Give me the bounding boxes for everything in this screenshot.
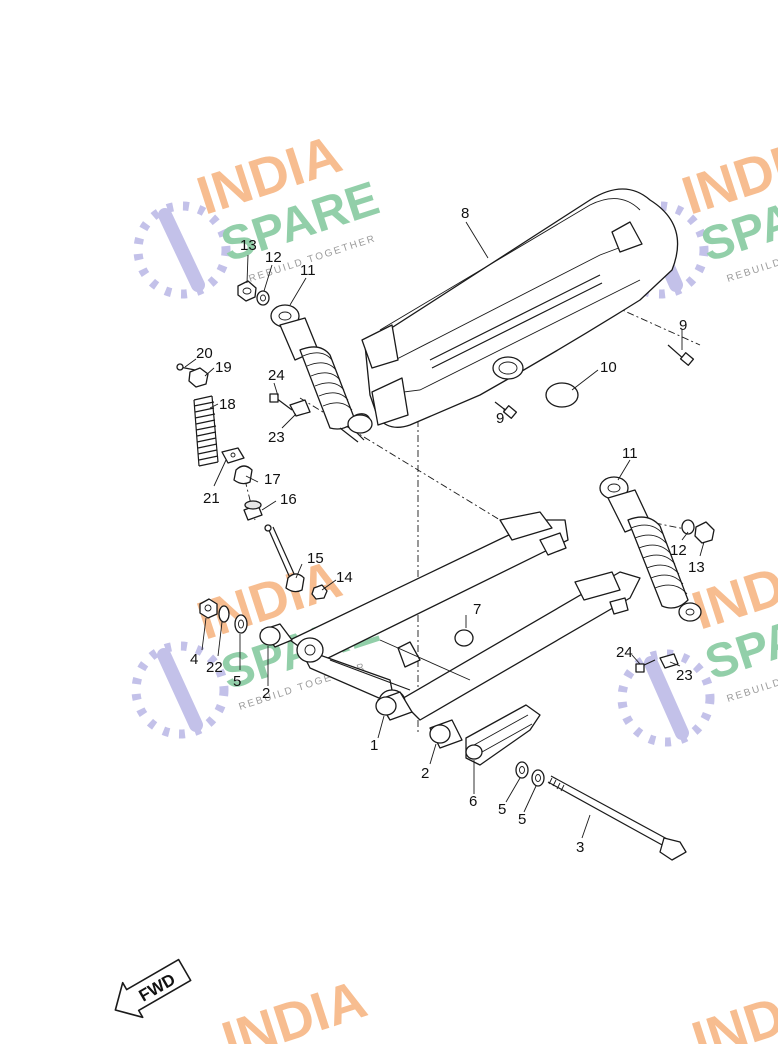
callout-labels: 8 13 12 11 9 10 9 20 19 18 24 23 17 21 1… — [190, 205, 705, 856]
callout-2: 2 — [262, 685, 270, 702]
callout-10: 10 — [600, 359, 617, 376]
callout-14: 14 — [336, 569, 353, 586]
nut-4 — [199, 598, 218, 619]
clip-23-right — [659, 653, 679, 669]
washer-22 — [218, 605, 230, 623]
callout-9: 9 — [679, 317, 687, 334]
callout-12: 12 — [265, 249, 282, 266]
callout-3: 3 — [576, 839, 584, 856]
shock-top-nut-right — [694, 521, 715, 544]
callout-5: 5 — [233, 673, 241, 690]
callout-20: 20 — [196, 345, 213, 362]
callout-2: 2 — [421, 765, 429, 782]
clip-23-left — [289, 399, 311, 417]
shock-spring-left — [299, 346, 356, 430]
washer-5-right-a — [515, 761, 529, 779]
collar-16 — [243, 500, 263, 521]
callout-8: 8 — [461, 205, 469, 222]
callout-5: 5 — [518, 811, 526, 828]
callout-5: 5 — [498, 801, 506, 818]
shock-top-washer-left — [256, 290, 270, 306]
callout-23: 23 — [676, 667, 693, 684]
callout-1: 1 — [370, 737, 378, 754]
watermark-top-left: INDIA SPARE REBUILD TOGETHER — [133, 124, 385, 299]
callout-11: 11 — [622, 445, 638, 462]
callout-11: 11 — [300, 262, 316, 279]
callout-19: 19 — [215, 359, 232, 376]
pivot-collar-1 — [375, 691, 413, 721]
rubber-7 — [454, 629, 474, 647]
callout-7: 7 — [473, 601, 481, 618]
collar-17 — [233, 465, 253, 485]
callout-23: 23 — [268, 429, 285, 446]
washer-5-left — [234, 614, 248, 634]
callout-15: 15 — [307, 550, 324, 567]
callout-9: 9 — [496, 410, 504, 427]
plate-21 — [221, 447, 245, 464]
cotter-pin-20 — [176, 363, 196, 371]
callout-24: 24 — [616, 644, 633, 661]
watermark-line1: INDIA — [215, 969, 373, 1044]
washer-5-right-b — [531, 769, 545, 787]
watermark-logo-icon — [617, 649, 715, 747]
shock-absorber-right — [599, 476, 702, 622]
fwd-arrow-icon — [114, 958, 192, 1019]
callout-24: 24 — [268, 367, 285, 384]
chain-case — [361, 188, 679, 428]
callout-6: 6 — [469, 793, 477, 810]
nut-14 — [311, 584, 328, 600]
callout-4: 4 — [190, 651, 198, 668]
pivot-shaft-3 — [547, 775, 687, 861]
swingarm — [289, 511, 641, 721]
watermark-logo-icon — [133, 201, 231, 299]
chain-case-bolt-upper — [667, 344, 695, 366]
chain-puller-6 — [465, 704, 541, 766]
shock-top-washer-right — [681, 519, 695, 535]
callout-22: 22 — [206, 659, 223, 676]
rubber-cap — [545, 382, 579, 408]
chain-case-bolt-lower — [494, 401, 518, 419]
leader-lines — [184, 221, 705, 839]
shock-spring-right — [627, 516, 689, 609]
callout-18: 18 — [219, 396, 236, 413]
forward-direction-arrow: FWD — [114, 958, 192, 1019]
callout-21: 21 — [203, 490, 220, 507]
spring-18 — [193, 395, 219, 467]
watermark-line1: INDIA — [685, 969, 778, 1044]
callout-13: 13 — [240, 237, 257, 254]
shock-absorber-left — [270, 304, 373, 443]
callout-17: 17 — [264, 471, 281, 488]
bushing-2-left — [259, 623, 293, 648]
shock-top-nut-left — [237, 280, 257, 302]
callout-13: 13 — [688, 559, 705, 576]
adjuster-nut-19 — [188, 367, 209, 388]
bushing-2-right — [429, 719, 463, 749]
bolt-24-left — [269, 393, 293, 411]
callout-16: 16 — [280, 491, 297, 508]
watermark-logo-icon — [131, 641, 229, 739]
callout-12: 12 — [670, 542, 687, 559]
adjuster-bolt-15 — [264, 524, 305, 593]
watermark-bottom: INDIA INDIA — [215, 969, 778, 1044]
